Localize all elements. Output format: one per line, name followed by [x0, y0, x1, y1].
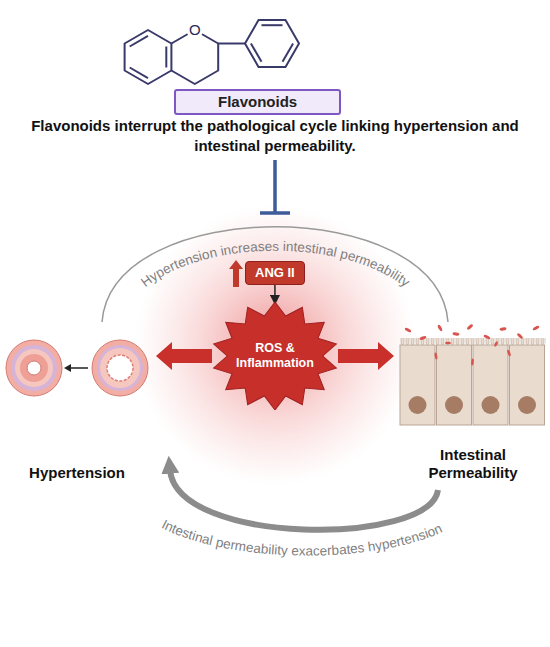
- flavonoid-structure: [245, 20, 299, 67]
- blood-vessel: [27, 361, 41, 375]
- block-arrow: [156, 342, 212, 370]
- bacteria: [532, 325, 540, 331]
- narrowing-arrow: [64, 364, 71, 372]
- condition-figure: Hypertension: [2, 322, 152, 488]
- blood-vessel: [20, 354, 48, 382]
- epithelial-cells: [473, 345, 508, 425]
- blood-vessel: [6, 340, 62, 396]
- bacteria: [419, 335, 427, 340]
- arc-label-text: Intestinal permeability exacerbates hype…: [159, 517, 444, 559]
- condition-label: Hypertension: [29, 464, 125, 482]
- blood-vessel: [92, 340, 148, 396]
- bacteria: [404, 327, 412, 333]
- flavonoid-structure: [251, 44, 262, 62]
- inhibition-bar: [260, 211, 290, 215]
- blood-vessel: [92, 340, 148, 396]
- hormone-box: ANG II: [245, 261, 305, 285]
- compound-box: Flavonoids: [174, 89, 341, 115]
- epithelial-cells: [400, 345, 435, 425]
- flavonoid-structure: [130, 36, 148, 47]
- atom-label: O: [189, 21, 201, 38]
- bacteria: [483, 334, 491, 340]
- blood-vessel: [107, 355, 133, 381]
- narrowing-arrow: [70, 367, 88, 369]
- bacteria: [516, 332, 523, 339]
- block-arrow: [338, 342, 394, 370]
- blood-vessel: [15, 349, 53, 387]
- diagram-title: Flavonoids interrupt the pathological cy…: [20, 116, 530, 155]
- bacteria: [445, 342, 451, 345]
- starburst-label: ROS & Inflammation: [229, 341, 321, 371]
- arc-label-text: Hypertension increases intestinal permea…: [138, 239, 413, 290]
- bacteria: [507, 349, 512, 356]
- bacteria: [471, 358, 474, 365]
- epithelial-cells: [518, 396, 536, 414]
- bacteria: [452, 332, 459, 336]
- tissue-figure: Intestinal Permeability: [398, 322, 548, 488]
- epithelial-cells: [445, 396, 463, 414]
- inflammation-glow: [135, 205, 415, 485]
- compound-name: Flavonoids: [218, 93, 297, 111]
- epithelial-cells: [437, 345, 472, 425]
- arc-label: Intestinal permeability exacerbates hype…: [159, 517, 444, 559]
- epithelial-cells: [409, 396, 427, 414]
- bacteria: [493, 341, 498, 347]
- bacteria: [404, 324, 540, 366]
- blood-vessel: [11, 345, 57, 391]
- blood-vessel: [6, 340, 62, 396]
- cycle-arrow: [274, 285, 276, 304]
- flavonoid-structure: [125, 30, 172, 84]
- cycle-arrow: [170, 470, 438, 530]
- condition-label: Intestinal Permeability: [398, 446, 548, 482]
- bacteria: [437, 324, 443, 332]
- blood-vessel: [97, 345, 143, 391]
- flavonoid-structure: [125, 20, 299, 84]
- flavonoid-structure: [262, 24, 283, 26]
- bacteria: [466, 324, 473, 331]
- blood-vessel: [100, 348, 140, 388]
- flavonoid-structure: [218, 43, 245, 45]
- epithelial-cells: [400, 338, 546, 425]
- inhibition-bar: [273, 160, 277, 213]
- atom-mask: [186, 22, 203, 39]
- flavonoid-structure: [130, 68, 148, 79]
- narrowing-arrow: [64, 364, 88, 372]
- epithelial-cells: [482, 396, 500, 414]
- arc-label: Hypertension increases intestinal permea…: [138, 239, 413, 290]
- flavonoid-structure: [165, 47, 167, 68]
- hormone-name: ANG II: [255, 265, 295, 281]
- epithelial-cells: [510, 345, 545, 425]
- bacteria: [434, 352, 438, 359]
- inhibition-bar: [260, 160, 290, 213]
- bacteria: [499, 327, 506, 331]
- stress-starburst: ROS & Inflammation: [212, 302, 338, 410]
- starburst-outline: [214, 302, 337, 410]
- flavonoid-structure: [283, 44, 294, 62]
- increase-arrow: [229, 260, 243, 287]
